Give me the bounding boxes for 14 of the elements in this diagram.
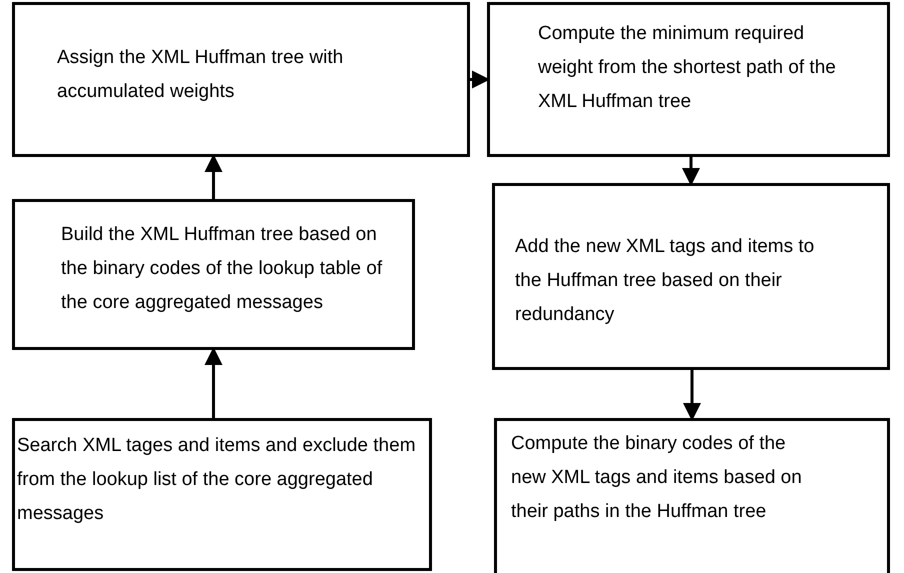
box-text: Build the XML Huffman tree based on the binary codes of the lookup table of the core aggregated messages (61, 223, 384, 315)
process-box (487, 2, 890, 157)
box-text: Compute the binary codes of the new XML tags and items based on their paths in the Huffman tree (511, 432, 803, 524)
process-box (12, 2, 470, 157)
box-text: Assign the XML Huffman tree with accumulated weights (57, 46, 344, 104)
process-box (492, 183, 890, 370)
process-box (12, 418, 432, 571)
box-text: Compute the minimum required weight from the shortest path of the XML Huffman tree (538, 22, 837, 114)
process-box (494, 418, 890, 573)
box-text: Search XML tages and items and exclude them from the lookup list of the core aggregated messages (17, 434, 417, 526)
box-text: Add the new XML tags and items to the Huffman tree based on their redundancy (515, 235, 815, 327)
process-box (12, 199, 415, 350)
arrow (682, 157, 700, 186)
arrow (683, 370, 701, 421)
